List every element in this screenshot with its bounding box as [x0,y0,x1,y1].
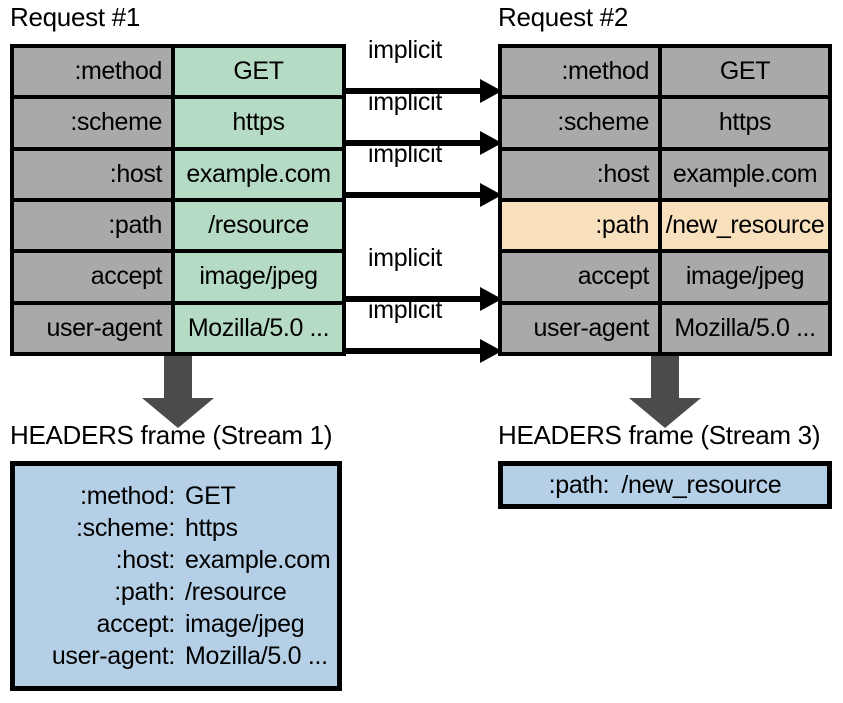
table-row: :scheme https [14,99,342,151]
header-line: :method: GET [15,480,337,512]
table-row: user-agent Mozilla/5.0 ... [502,304,828,352]
headers-frame-1-box: :method: GET :scheme: https :host: examp… [10,461,342,691]
arrow-stem [164,356,192,400]
table-row: :scheme https [502,99,828,151]
header-name-cell: accept [14,253,175,301]
header-line: :scheme: https [15,512,337,544]
arrow-head-icon [480,287,502,311]
header-key: :path: [114,578,175,606]
header-name-cell: user-agent [502,304,662,352]
header-value-cell: image/jpeg [662,253,828,301]
arrow-head-icon [480,339,502,363]
header-line: :path: /resource [15,576,337,608]
header-value: https [185,514,238,542]
header-value: /new_resource [621,471,782,499]
header-value-cell: example.com [662,150,828,198]
header-key: :method: [80,482,175,510]
header-name-cell: :host [502,150,662,198]
header-value-cell: https [175,99,342,147]
implicit-label-1: implicit [368,36,442,64]
header-value: /resource [185,578,287,606]
table-row: accept image/jpeg [502,253,828,305]
header-value: GET [185,482,236,510]
arrow-shaft [346,296,486,302]
header-value-cell: https [662,99,828,147]
arrow-shaft [346,140,486,146]
arrow-shaft [346,192,486,198]
header-name-cell: :host [14,150,175,198]
header-line: user-agent: Mozilla/5.0 ... [15,640,337,672]
implicit-arrow-5 [346,339,502,363]
header-value: example.com [185,546,331,574]
headers-frame-2-box: :path: /new_resource [498,461,832,509]
arrow-tip [142,398,214,428]
header-name-cell: accept [502,253,662,301]
request-1-header-table: :method GET :scheme https :host example.… [10,44,346,356]
table-row: accept image/jpeg [14,253,342,305]
header-name-cell: :method [502,48,662,96]
table-row: :method GET [14,48,342,100]
header-value-cell: image/jpeg [175,253,342,301]
arrow-head-icon [480,183,502,207]
down-arrow-stream-1-icon [142,356,214,428]
header-value-cell: /resource [175,201,342,250]
implicit-label-2: implicit [368,88,442,116]
request-2-title: Request #2 [498,2,628,32]
arrow-tip [629,398,701,428]
header-name-cell: :scheme [502,99,662,147]
implicit-label-5: implicit [368,296,442,324]
table-row: :path /resource [14,201,342,254]
header-name-cell: user-agent [14,304,175,352]
arrow-head-icon [480,131,502,155]
table-row: :method GET [502,48,828,100]
header-name-cell: :method [14,48,175,96]
header-name-cell: :scheme [14,99,175,147]
table-row-highlighted: :path /new_resource [502,201,828,254]
headers-frame-1-title: HEADERS frame (Stream 1) [10,420,333,450]
header-key: :path: [548,471,610,499]
implicit-label-3: implicit [368,140,442,168]
arrow-stem [651,356,679,400]
header-value-cell: GET [175,48,342,96]
header-value-cell: Mozilla/5.0 ... [175,304,342,352]
header-key: accept: [96,610,175,638]
header-value: image/jpeg [185,610,305,638]
table-row: :host example.com [502,150,828,202]
header-line: accept: image/jpeg [15,608,337,640]
implicit-arrow-4 [346,287,502,311]
header-key: :scheme: [75,514,175,542]
table-row: user-agent Mozilla/5.0 ... [14,304,342,352]
request-1-title: Request #1 [10,2,140,32]
table-row: :host example.com [14,150,342,202]
header-name-cell: :path [14,201,175,250]
header-value-cell: Mozilla/5.0 ... [662,304,828,352]
header-key: :host: [115,546,176,574]
header-line: :host: example.com [15,544,337,576]
down-arrow-stream-3-icon [629,356,701,428]
request-2-header-table: :method GET :scheme https :host example.… [498,44,832,356]
header-name-cell: :path [502,201,662,250]
implicit-arrow-3 [346,183,502,207]
header-value: Mozilla/5.0 ... [185,642,328,670]
header-value-cell: GET [662,48,828,96]
header-value-cell: /new_resource [662,201,828,250]
header-key: user-agent: [51,642,175,670]
arrow-shaft [346,348,486,354]
header-line: :path: /new_resource [503,469,827,501]
arrow-shaft [346,88,486,94]
header-value-cell: example.com [175,150,342,198]
implicit-arrow-1 [346,79,502,103]
headers-frame-2-title: HEADERS frame (Stream 3) [498,420,821,450]
implicit-arrow-2 [346,131,502,155]
implicit-label-4: implicit [368,244,442,272]
arrow-head-icon [480,79,502,103]
